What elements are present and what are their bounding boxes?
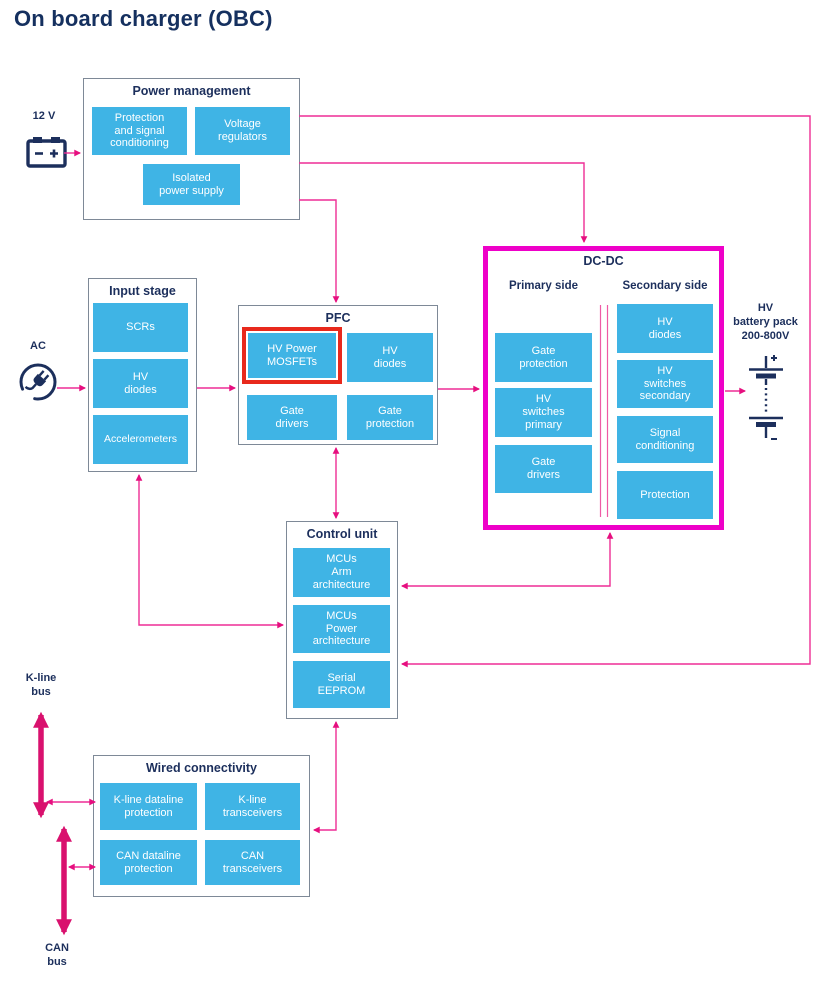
highlight-frame-hv-power-mosfets: HV Power MOSFETs	[242, 327, 342, 384]
chip-hv-switches-secondary[interactable]: HV switches secondary	[617, 360, 713, 408]
chip-hv-switches-primary[interactable]: HV switches primary	[495, 388, 592, 437]
block-title-input-stage: Input stage	[109, 284, 176, 298]
chip-dcdc-gate-protection[interactable]: Gate protection	[495, 333, 592, 382]
chip-voltage-regulators[interactable]: Voltage regulators	[195, 107, 290, 155]
chip-scrs[interactable]: SCRs	[93, 303, 188, 352]
chip-serial-eeprom[interactable]: Serial EEPROM	[293, 661, 390, 708]
page-title: On board charger (OBC)	[14, 6, 273, 31]
chip-protection-signal-conditioning[interactable]: Protection and signal conditioning	[92, 107, 187, 155]
chip-pfc-gate-drivers[interactable]: Gate drivers	[247, 395, 337, 440]
chip-input-hv-diodes[interactable]: HV diodes	[93, 359, 188, 408]
connector-dcdc-control-unit-bidir	[400, 531, 614, 590]
chip-mcus-arm[interactable]: MCUs Arm architecture	[293, 548, 390, 597]
chip-dcdc-protection[interactable]: Protection	[617, 471, 713, 519]
battery-12v-icon	[22, 132, 74, 179]
label-12v: 12 V	[32, 110, 56, 122]
chip-isolated-power-supply[interactable]: Isolated power supply	[143, 164, 240, 205]
connector-input-stage-control-unit-bidir	[135, 473, 285, 629]
block-title-dcdc: DC-DC	[583, 254, 624, 268]
block-title-pfc: PFC	[325, 311, 351, 325]
chip-pfc-gate-protection[interactable]: Gate protection	[347, 395, 433, 440]
label-can-bus: CAN bus	[45, 942, 69, 968]
chip-mcus-power[interactable]: MCUs Power architecture	[293, 605, 390, 653]
block-title-wired-connectivity: Wired connectivity	[145, 761, 258, 775]
label-ac: AC	[30, 340, 46, 352]
connector-control-unit-wired-connectivity-bidir	[312, 720, 340, 834]
block-title-control-unit: Control unit	[306, 527, 378, 541]
ac-plug-icon	[15, 360, 61, 411]
label-primary-side: Primary side	[508, 280, 579, 292]
label-secondary-side: Secondary side	[622, 280, 708, 292]
label-hv-battery-pack: HV battery pack 200-800V	[733, 302, 798, 342]
chip-accelerometers[interactable]: Accelerometers	[93, 415, 188, 464]
chip-signal-conditioning[interactable]: Signal conditioning	[617, 416, 713, 463]
chip-dcdc-hv-diodes[interactable]: HV diodes	[617, 304, 713, 353]
hv-battery-icon	[741, 350, 791, 451]
block-title-power-management: Power management	[132, 84, 251, 98]
connector-power-management-to-dcdc	[299, 162, 588, 244]
label-kline-bus: K-line bus	[25, 672, 57, 698]
connector-power-management-to-pfc	[299, 199, 340, 304]
chip-can-dataline-protection[interactable]: CAN dataline protection	[100, 840, 197, 885]
chip-dcdc-gate-drivers[interactable]: Gate drivers	[495, 445, 592, 493]
chip-pfc-hv-diodes[interactable]: HV diodes	[347, 333, 433, 382]
chip-kline-transceivers[interactable]: K-line transceivers	[205, 783, 300, 830]
chip-hv-power-mosfets[interactable]: HV Power MOSFETs	[248, 333, 336, 378]
chip-kline-dataline-protection[interactable]: K-line dataline protection	[100, 783, 197, 830]
chip-can-transceivers[interactable]: CAN transceivers	[205, 840, 300, 885]
